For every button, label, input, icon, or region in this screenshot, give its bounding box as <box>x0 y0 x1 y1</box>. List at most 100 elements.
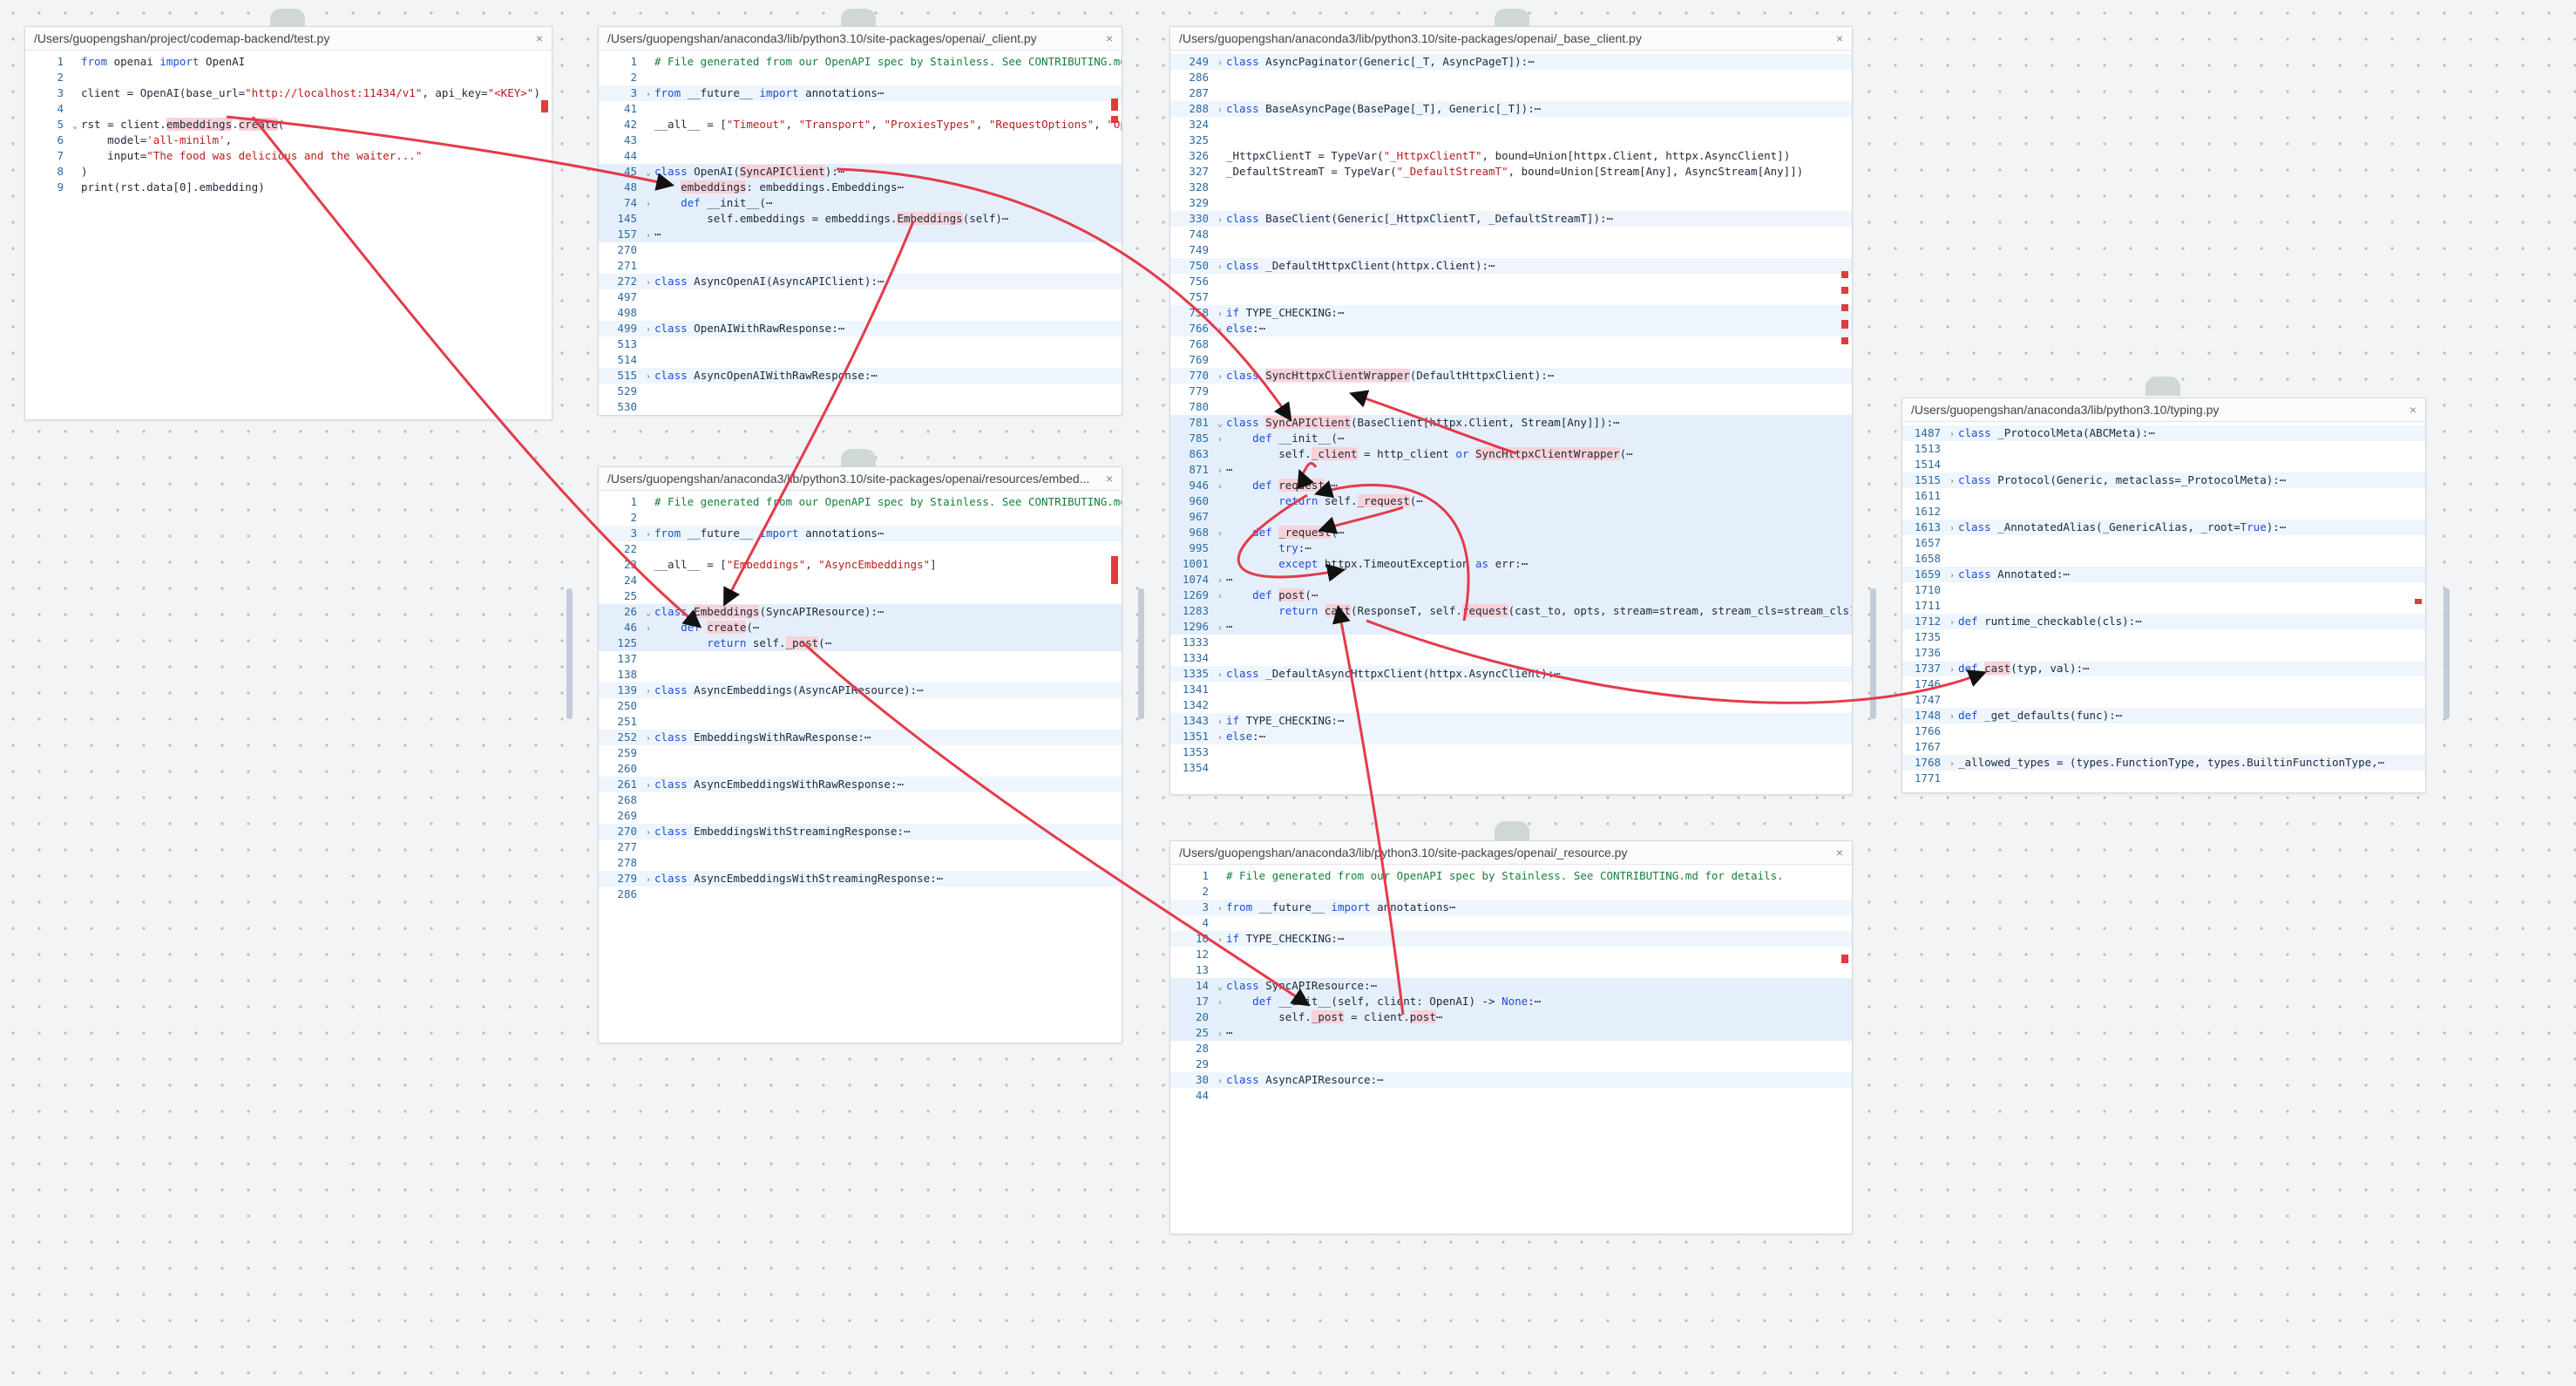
code-line[interactable]: 139›class AsyncEmbeddings(AsyncAPIResour… <box>599 683 1122 698</box>
code-line[interactable]: 1341 <box>1170 682 1852 697</box>
code-line[interactable]: 1074›⋯ <box>1170 572 1852 588</box>
panel-header[interactable]: /Users/guopengshan/anaconda3/lib/python3… <box>1170 27 1852 51</box>
panel-header[interactable]: /Users/guopengshan/project/codemap-backe… <box>25 27 552 51</box>
fold-chevron-icon[interactable]: › <box>645 734 652 744</box>
code-line[interactable]: 1334 <box>1170 650 1852 666</box>
code-line[interactable]: 1487›class _ProtocolMeta(ABCMeta):⋯ <box>1902 425 2425 441</box>
code-line[interactable]: 7 input="The food was delicious and the … <box>25 148 552 164</box>
scroll-handle[interactable] <box>566 588 573 719</box>
close-icon[interactable]: × <box>1105 31 1113 45</box>
fold-chevron-icon[interactable]: › <box>645 781 652 791</box>
code-line[interactable]: 499›class OpenAIWithRawResponse:⋯ <box>599 321 1122 336</box>
code-line[interactable]: 277 <box>599 839 1122 855</box>
code-line[interactable]: 25 <box>599 588 1122 604</box>
code-line[interactable]: 514 <box>599 352 1122 368</box>
code-line[interactable]: 145 self.embeddings = embeddings.Embeddi… <box>599 211 1122 227</box>
code-line[interactable]: 286 <box>1170 70 1852 85</box>
code-line[interactable]: 44 <box>599 148 1122 164</box>
panel-drag-handle[interactable] <box>270 9 305 28</box>
code-line[interactable]: 1# File generated from our OpenAPI spec … <box>599 54 1122 70</box>
fold-chevron-icon[interactable]: › <box>1217 576 1224 586</box>
code-line[interactable]: 529 <box>599 384 1122 399</box>
code-line[interactable]: 1342 <box>1170 697 1852 713</box>
code-line[interactable]: 270 <box>599 242 1122 258</box>
code-line[interactable]: 259 <box>599 745 1122 761</box>
close-icon[interactable]: × <box>1835 31 1843 45</box>
code-line[interactable]: 769 <box>1170 352 1852 368</box>
code-line[interactable]: 327_DefaultStreamT = TypeVar("_DefaultSt… <box>1170 164 1852 180</box>
fold-chevron-icon[interactable]: › <box>1217 58 1224 68</box>
code-line[interactable]: 1269› def post(⋯ <box>1170 588 1852 603</box>
code-line[interactable]: 3›from __future__ import annotations⋯ <box>599 526 1122 541</box>
code-line[interactable]: 785› def __init__(⋯ <box>1170 431 1852 446</box>
code-line[interactable]: 249›class AsyncPaginator(Generic[_T, Asy… <box>1170 54 1852 70</box>
code-line[interactable]: 270›class EmbeddingsWithStreamingRespons… <box>599 824 1122 839</box>
code-line[interactable]: 329 <box>1170 195 1852 211</box>
code-line[interactable]: 287 <box>1170 85 1852 101</box>
code-line[interactable]: 2 <box>599 70 1122 85</box>
code-line[interactable]: 252›class EmbeddingsWithRawResponse:⋯ <box>599 730 1122 745</box>
fold-chevron-icon[interactable]: › <box>645 828 652 838</box>
code-line[interactable]: 1710 <box>1902 582 2425 598</box>
panel-drag-handle[interactable] <box>841 449 876 468</box>
fold-chevron-icon[interactable]: › <box>1217 623 1224 633</box>
panel-header[interactable]: /Users/guopengshan/anaconda3/lib/python3… <box>599 467 1122 491</box>
code-line[interactable]: 279›class AsyncEmbeddingsWithStreamingRe… <box>599 871 1122 887</box>
code-line[interactable]: 5⌄rst = client.embeddings.create( <box>25 117 552 132</box>
code-line[interactable]: 250 <box>599 698 1122 714</box>
code-line[interactable]: 10›if TYPE_CHECKING:⋯ <box>1170 931 1852 947</box>
code-line[interactable]: 278 <box>599 855 1122 871</box>
code-line[interactable]: 758›if TYPE_CHECKING:⋯ <box>1170 305 1852 321</box>
fold-chevron-icon[interactable]: › <box>1949 759 1956 769</box>
code-line[interactable]: 271 <box>599 258 1122 274</box>
fold-chevron-icon[interactable]: › <box>1217 1029 1224 1039</box>
code-line[interactable]: 330›class BaseClient(Generic[_HttpxClien… <box>1170 211 1852 227</box>
fold-chevron-icon[interactable]: › <box>1949 571 1956 581</box>
code-line[interactable]: 41 <box>599 101 1122 117</box>
fold-chevron-icon[interactable]: › <box>1217 435 1224 445</box>
code-line[interactable]: 756 <box>1170 274 1852 289</box>
code-line[interactable]: 780 <box>1170 399 1852 415</box>
code-line[interactable]: 497 <box>599 289 1122 305</box>
code-line[interactable]: 328 <box>1170 180 1852 195</box>
code-line[interactable]: 749 <box>1170 242 1852 258</box>
scroll-handle[interactable] <box>1138 588 1144 719</box>
fold-chevron-icon[interactable]: › <box>645 875 652 885</box>
fold-chevron-icon[interactable]: ⌄ <box>1217 419 1224 429</box>
code-line[interactable]: 781⌄class SyncAPIClient(BaseClient[httpx… <box>1170 415 1852 431</box>
code-line[interactable]: 17› def __init__(self, client: OpenAI) -… <box>1170 994 1852 1009</box>
code-line[interactable]: 4 <box>25 101 552 117</box>
panel-drag-handle[interactable] <box>1495 9 1529 28</box>
close-icon[interactable]: × <box>2409 403 2417 417</box>
panel-header[interactable]: /Users/guopengshan/anaconda3/lib/python3… <box>599 27 1122 51</box>
code-line[interactable]: 2 <box>25 70 552 85</box>
fold-chevron-icon[interactable]: › <box>645 687 652 696</box>
code-line[interactable]: 1613›class _AnnotatedAlias(_GenericAlias… <box>1902 520 2425 535</box>
code-line[interactable]: 1515›class Protocol(Generic, metaclass=_… <box>1902 472 2425 488</box>
code-line[interactable]: 30›class AsyncAPIResource:⋯ <box>1170 1072 1852 1088</box>
code-line[interactable]: 157›⋯ <box>599 227 1122 242</box>
close-icon[interactable]: × <box>535 31 543 45</box>
code-line[interactable]: 25›⋯ <box>1170 1025 1852 1041</box>
code-line[interactable]: 1737›def cast(typ, val):⋯ <box>1902 661 2425 676</box>
code-line[interactable]: 1711 <box>1902 598 2425 614</box>
code-line[interactable]: 286 <box>599 887 1122 902</box>
code-line[interactable]: 946› def request(⋯ <box>1170 478 1852 493</box>
code-line[interactable]: 1335›class _DefaultAsyncHttpxClient(http… <box>1170 666 1852 682</box>
code-line[interactable]: 261›class AsyncEmbeddingsWithRawResponse… <box>599 777 1122 792</box>
fold-chevron-icon[interactable]: › <box>1217 105 1224 115</box>
code-line[interactable]: 1657 <box>1902 535 2425 551</box>
code-line[interactable]: 26⌄class Embeddings(SyncAPIResource):⋯ <box>599 604 1122 620</box>
code-line[interactable]: 1735 <box>1902 629 2425 645</box>
code-line[interactable]: 268 <box>599 792 1122 808</box>
panel-header[interactable]: /Users/guopengshan/anaconda3/lib/python3… <box>1902 398 2425 422</box>
code-line[interactable]: 871›⋯ <box>1170 462 1852 478</box>
code-line[interactable]: 2 <box>1170 884 1852 900</box>
fold-chevron-icon[interactable]: › <box>1949 477 1956 486</box>
code-line[interactable]: 20 self._post = client.post⋯ <box>1170 1009 1852 1025</box>
code-line[interactable]: 1767 <box>1902 739 2425 755</box>
code-line[interactable]: 1# File generated from our OpenAPI spec … <box>599 494 1122 510</box>
code-line[interactable]: 42__all__ = ["Timeout", "Transport", "Pr… <box>599 117 1122 132</box>
